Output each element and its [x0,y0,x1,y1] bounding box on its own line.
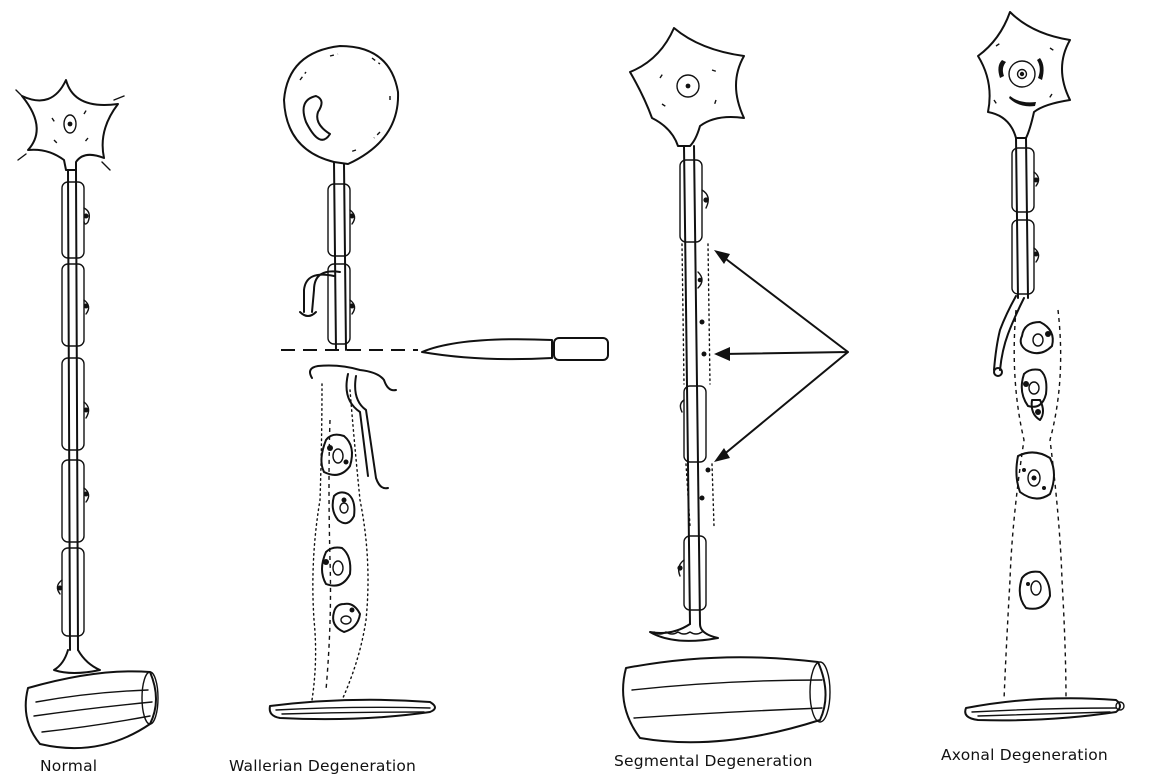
normal-myelin-segments [62,182,84,636]
wallerian-debris [321,435,360,632]
axonal-cell-body [978,12,1070,138]
axonal-muscle-fibre [965,698,1124,720]
segmental-neuron [623,28,848,742]
scalpel-icon [422,338,608,360]
wallerian-cell-body [284,46,398,164]
demyelination-arrows [714,250,848,462]
caption-wallerian-degeneration: Wallerian Degeneration [229,757,416,775]
segmental-muscle-fibre [623,657,830,742]
axonal-debris [1016,322,1054,609]
normal-axon [68,170,78,650]
axonal-neuron [965,12,1124,720]
normal-muscle-fibre [26,671,158,748]
normal-neuron [16,80,158,748]
caption-segmental-degeneration: Segmental Degeneration [614,752,813,770]
segmental-axon [684,146,700,624]
caption-normal: Normal [40,757,97,775]
caption-axonal-degeneration: Axonal Degeneration [941,746,1108,764]
wallerian-muscle-fibre [270,700,435,719]
wallerian-neuron [270,46,608,719]
